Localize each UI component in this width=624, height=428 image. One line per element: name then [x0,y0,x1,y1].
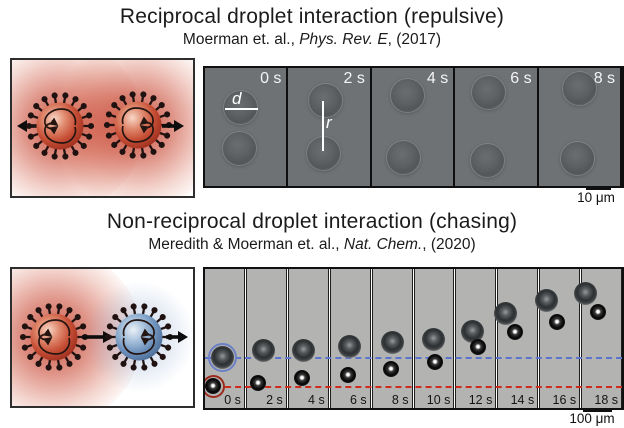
repulsion-schematic [10,58,195,198]
citation-authors: Meredith & Moerman et. al., [148,236,344,253]
micrograph-frame: 6 s [329,269,371,408]
micrograph-frame: 2 s [245,269,287,408]
timestamp-label: 8 s [391,393,409,407]
chasing-micrograph-strip: 0 s 2 s 4 s 6 s 8 s 10 s 12 s 14 s 16 s … [203,267,624,410]
micrograph-frame: 2 s [288,68,372,186]
timestamp-label: 4 s [426,70,449,87]
citation-authors: Moerman et. al., [182,31,300,48]
micrograph-frame: 6 s [455,68,539,186]
section2-citation: Meredith & Moerman et. al., Nat. Chem., … [0,236,624,253]
timestamp-label: 18 s [594,393,619,407]
timestamp-label: 6 s [510,70,532,87]
repulsion-arrow-right-icon [162,120,184,132]
active-droplet-red [25,91,95,161]
citation-year: , (2017) [387,31,442,48]
micrograph-frame: 0 s [205,269,245,408]
micrograph-frame: 12 s [455,269,497,408]
section1-title: Reciprocal droplet interaction (repulsiv… [119,5,505,28]
chased-droplet-blue [104,302,174,372]
micrograph-frame: 0 s [205,68,289,186]
timestamp-label: 4 s [308,393,325,407]
micrograph-frame: 8 s [371,269,413,408]
chasing-schematic [10,267,195,408]
timestamp-label: 16 s [552,393,577,407]
micrograph-frame: 4 s [287,269,329,408]
timestamp-label: 14 s [510,393,535,407]
citation-journal: Nat. Chem. [343,236,423,253]
scale-bar-line [583,409,612,412]
micrograph-frame: 4 s [371,68,456,186]
micrograph-frame: 10 s [413,269,455,408]
timestamp-label: 10 s [426,393,451,407]
scale-bar-label: 100 μm [569,411,615,426]
active-droplet-red [103,90,173,160]
section1-citation: Moerman et. al., Phys. Rev. E, (2017) [0,31,624,48]
timestamp-label: 2 s [343,70,365,87]
timestamp-label: 12 s [468,393,493,407]
timestamp-label: 0 s [260,70,282,87]
citation-year: , (2020) [422,236,476,253]
scale-bar-line [586,187,611,190]
micrograph-frame: 16 s [539,269,581,408]
timestamp-label: 6 s [349,393,367,407]
micrograph-frame: 8 s [538,68,622,186]
motion-arrow-icon [166,331,188,343]
timestamp-label: 8 s [593,70,616,87]
chaser-droplet-red [19,302,89,372]
micrograph-frame: 14 s [497,269,539,408]
timestamp-label: 2 s [266,393,283,407]
timestamp-label: 0 s [224,393,241,407]
scale-bar-label: 10 μm [577,190,615,205]
repulsion-micrograph-strip: 0 s 2 s 4 s 6 s 8 s d r [203,66,624,188]
micrograph-frame: 18 s [581,269,622,408]
citation-journal: Phys. Rev. E [299,31,388,48]
section2-title: Non-reciprocal droplet interaction (chas… [106,210,518,233]
